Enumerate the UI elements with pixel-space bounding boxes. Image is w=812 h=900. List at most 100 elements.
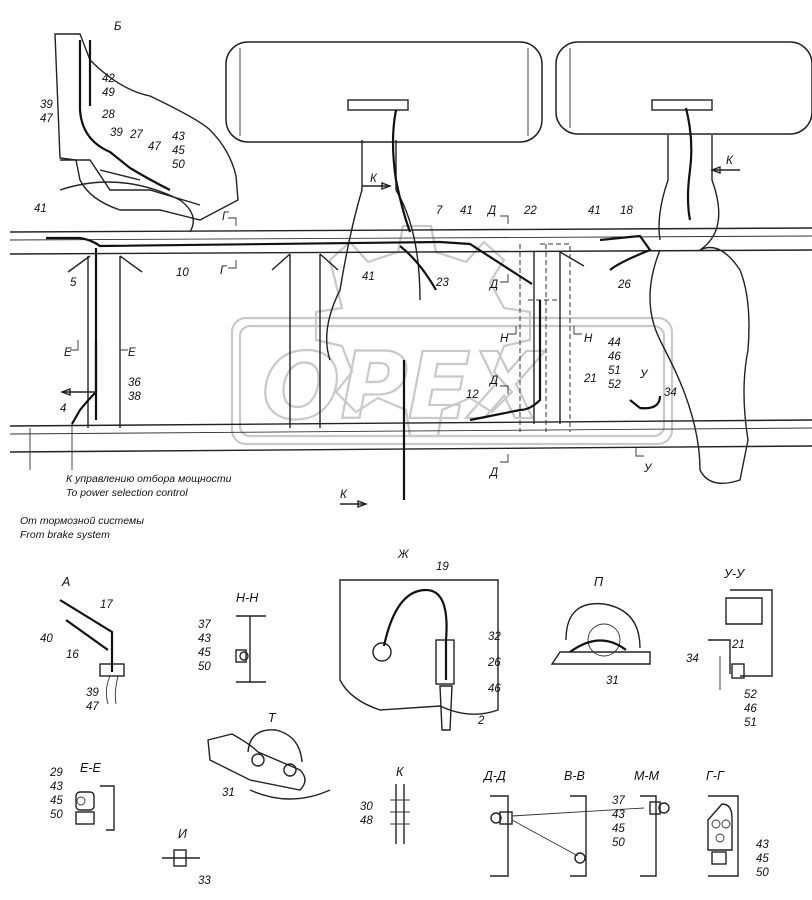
detail-nn-label-45: 45	[198, 647, 211, 659]
detail-mm-label-50: 50	[612, 837, 625, 849]
label-45a: 45	[172, 145, 185, 157]
label-k2: К	[726, 155, 734, 167]
label-50a: 50	[172, 159, 185, 171]
label-41c: 41	[588, 205, 601, 217]
detail-a-label-39: 39	[86, 687, 99, 699]
label-10: 10	[176, 267, 189, 279]
label-49: 49	[102, 87, 115, 99]
label-51: 51	[608, 365, 621, 377]
detail-vv-title: В-В	[564, 769, 585, 783]
label-u2: У	[643, 463, 653, 475]
detail-gg: Г-Г 43 45 50	[706, 769, 769, 879]
label-5: 5	[70, 277, 77, 289]
detail-p-label-31: 31	[606, 675, 619, 687]
label-zh: Ж	[397, 549, 410, 561]
label-4: 4	[60, 403, 66, 415]
label-n1: Н	[500, 333, 509, 345]
detail-nn-label-37: 37	[198, 619, 211, 631]
label-u1: У	[639, 369, 649, 381]
note-brake-ru: От тормозной системы	[20, 515, 144, 527]
label-d3: Д	[488, 375, 498, 387]
detail-p-title: П	[594, 575, 604, 589]
watermark: ОРЕХ	[230, 224, 674, 446]
label-n2: Н	[584, 333, 593, 345]
detail-zh: 19 32 26 46 2	[339, 561, 501, 731]
label-7: 7	[436, 205, 443, 217]
detail-nn-label-43: 43	[198, 633, 211, 645]
label-39b: 39	[110, 127, 123, 139]
detail-uu: У-У 21 34 52 46 51	[686, 567, 773, 729]
detail-ee-label-50: 50	[50, 809, 63, 821]
label-44: 44	[608, 337, 621, 349]
detail-nn: Н-Н 37 43 45 50	[198, 591, 266, 683]
detail-zh-label-46: 46	[488, 683, 501, 695]
label-21: 21	[583, 373, 597, 385]
label-e1: Е	[64, 347, 72, 359]
label-g2: Г	[220, 265, 227, 277]
label-27: 27	[129, 129, 143, 141]
detail-k: К 30 48	[360, 765, 410, 844]
label-34: 34	[664, 387, 677, 399]
detail-a-title: А	[61, 575, 70, 589]
label-43a: 43	[172, 131, 185, 143]
label-39a: 39	[40, 99, 53, 111]
detail-i-label-33: 33	[198, 875, 211, 887]
label-47b: 47	[148, 141, 161, 153]
detail-mm-title: М-М	[634, 769, 660, 783]
main-view-labels: Б 42 49 39 47 28 39 27 47 43 45 50 41 К …	[20, 21, 734, 561]
label-d2: Д	[488, 279, 498, 291]
detail-gg-label-45: 45	[756, 853, 769, 865]
detail-uu-title: У-У	[723, 567, 746, 581]
detail-uu-label-34: 34	[686, 653, 699, 665]
detail-a-label-47: 47	[86, 701, 99, 713]
detail-ee-label-29: 29	[49, 767, 63, 779]
label-22: 22	[523, 205, 537, 217]
detail-i-title: И	[178, 827, 187, 841]
detail-uu-label-46: 46	[744, 703, 757, 715]
label-g1: Г	[222, 211, 229, 223]
label-26: 26	[617, 279, 631, 291]
detail-ee-title: Е-Е	[80, 761, 102, 775]
detail-ee-label-45: 45	[50, 795, 63, 807]
label-28: 28	[101, 109, 115, 121]
detail-ee-label-43: 43	[50, 781, 63, 793]
detail-k-label-30: 30	[360, 801, 373, 813]
label-k3: К	[340, 489, 348, 501]
label-41a: 41	[34, 203, 47, 215]
label-47a: 47	[40, 113, 53, 125]
note-power-en: To power selection control	[66, 487, 188, 499]
label-d1: Д	[486, 205, 496, 217]
detail-p: П 31	[550, 575, 651, 687]
detail-t-label-31: 31	[222, 787, 235, 799]
label-52: 52	[608, 379, 621, 391]
detail-mm-label-37: 37	[612, 795, 625, 807]
detail-uu-label-51: 51	[744, 717, 757, 729]
label-18: 18	[620, 205, 633, 217]
detail-t-title: Т	[268, 711, 277, 725]
detail-dd: Д-Д	[482, 769, 513, 877]
detail-gg-label-43: 43	[756, 839, 769, 851]
detail-mm: М-М 37 43 45 50	[511, 769, 670, 877]
detail-a-label-40: 40	[40, 633, 53, 645]
label-b: Б	[114, 21, 122, 33]
label-41b: 41	[460, 205, 473, 217]
detail-a-label-17: 17	[100, 599, 113, 611]
detail-mm-label-43: 43	[612, 809, 625, 821]
label-23: 23	[435, 277, 449, 289]
detail-t: Т 31	[207, 711, 331, 800]
detail-nn-title: Н-Н	[236, 591, 259, 605]
detail-zh-label-19: 19	[436, 561, 449, 573]
label-46: 46	[608, 351, 621, 363]
label-k1: К	[370, 173, 378, 185]
detail-ee: Е-Е 29 43 45 50	[49, 761, 115, 831]
rear-wheels	[225, 41, 812, 484]
label-42: 42	[102, 73, 115, 85]
detail-vv: В-В	[564, 769, 587, 877]
detail-k-title: К	[396, 765, 404, 779]
label-38: 38	[128, 391, 141, 403]
detail-mm-label-45: 45	[612, 823, 625, 835]
detail-uu-label-52: 52	[744, 689, 757, 701]
label-36: 36	[128, 377, 141, 389]
detail-gg-title: Г-Г	[706, 769, 725, 783]
